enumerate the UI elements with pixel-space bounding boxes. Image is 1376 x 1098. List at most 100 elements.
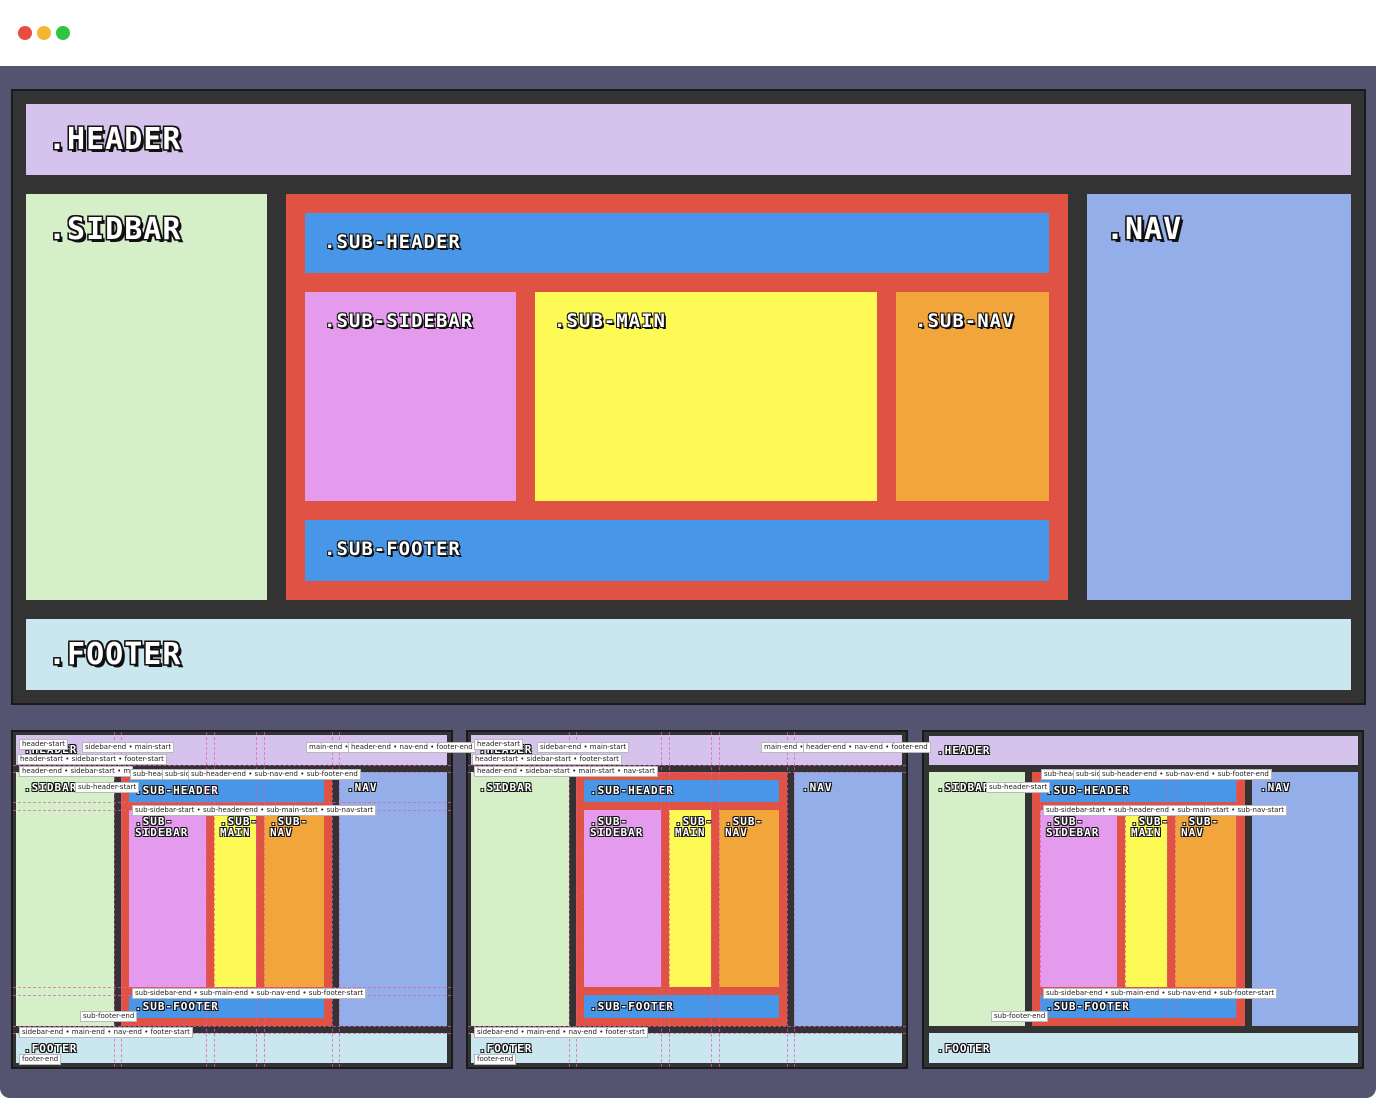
grid-line-name-tag: main-end • nav-start (306, 742, 354, 753)
footer-area: .FOOTER (16, 1033, 447, 1063)
grid-line (13, 1033, 451, 1034)
header-area: .HEADER (929, 736, 1358, 765)
sidebar-label: .SIDBAR (479, 781, 533, 794)
footer-label: .FOOTER (48, 637, 182, 672)
grid-line-name-tag: header-end • nav-end • footer-end (348, 742, 476, 753)
sub-sidebar-label: .SUB-SIDEBAR (324, 310, 474, 332)
maximize-window-button[interactable] (56, 26, 70, 40)
grid-line (468, 1033, 906, 1034)
footer-area: .FOOTER (471, 1033, 902, 1063)
grid-line-name-tag: footer-end (474, 1054, 517, 1065)
sub-footer-label: .SUB-FOOTER (590, 1000, 674, 1013)
grid-line-name-tag: sub-header-end • sub-nav-end • sub-foote… (1099, 769, 1272, 780)
sub-nav-area: .SUB- NAV (1175, 810, 1236, 987)
minimize-window-button[interactable] (37, 26, 51, 40)
grid-line (711, 732, 712, 1067)
grid-line-name-tag: sub-sidebar-start • sub-header-end • sub… (1043, 805, 1288, 816)
sub-header-area: .SUB-HEADER (1040, 780, 1236, 802)
grid-line (332, 732, 333, 1067)
sub-header-label: .SUB-HEADER (590, 784, 674, 797)
grid-line-name-tag: header-start • sidebar-start • footer-st… (17, 754, 167, 765)
footer-label: .FOOTER (937, 1042, 991, 1055)
sidebar-label: .SIDBAR (48, 212, 182, 247)
nav-label: .NAV (1260, 781, 1291, 794)
grid-line (794, 732, 795, 1067)
grid-line (1040, 780, 1041, 1018)
grid-line (1236, 780, 1237, 1018)
grid-line-name-tag: sub-footer-end (80, 1011, 138, 1022)
sub-footer-area: .SUB-FOOTER (584, 995, 779, 1018)
grid-line (121, 732, 122, 1067)
grid-inspector-panel-3: .HEADER .SIDBAR .SUB-HEADER .SUB- SIDEBA… (922, 730, 1364, 1069)
sub-main-label: .SUB- MAIN (675, 815, 714, 839)
grid-line-name-tag: sidebar-end • main-end • nav-end • foote… (474, 1027, 648, 1038)
grid-line-name-tag: sub-header-end • sub-nav-end • sub-foote… (188, 769, 361, 780)
footer-area: .FOOTER (929, 1033, 1358, 1063)
sub-main-area: .SUB-MAIN (535, 292, 877, 501)
grid-line (13, 765, 451, 766)
grid-line-name-tag: sidebar-end • main-start (82, 742, 175, 753)
main-subgrid-area: .SUB-HEADER .SUB-SIDEBAR .SUB-MAIN .SUB-… (286, 194, 1068, 600)
nav-area: .NAV (1087, 194, 1351, 600)
header-label: .HEADER (937, 744, 991, 757)
main-subgrid-area: .SUB-HEADER .SUB- SIDEBAR .SUB- MAIN .SU… (576, 772, 787, 1026)
footer-label: .FOOTER (24, 1042, 78, 1055)
sub-nav-label: .SUB-NAV (915, 310, 1015, 332)
sub-header-area: .SUB-HEADER (305, 213, 1049, 273)
sub-footer-label: .SUB-FOOTER (135, 1000, 219, 1013)
grid-line-name-tag: sub-sidebar-end • sub-main-end • sub-nav… (132, 988, 367, 999)
sub-nav-area: .SUB- NAV (719, 810, 779, 987)
sub-nav-label: .SUB- NAV (725, 815, 764, 839)
sub-footer-label: .SUB-FOOTER (324, 538, 461, 560)
sub-footer-area: .SUB-FOOTER (1040, 995, 1236, 1018)
grid-line-name-tag: sidebar-end • main-end • nav-end • foote… (19, 1027, 193, 1038)
grid-line (206, 732, 207, 1067)
grid-line-name-tag: main-end • nav-start (761, 742, 809, 753)
grid-line (468, 765, 906, 766)
sub-footer-area: .SUB-FOOTER (129, 995, 324, 1018)
grid-line (669, 732, 670, 1067)
sub-header-label: .SUB-HEADER (324, 231, 461, 253)
main-grid-container: .HEADER .SIDBAR .SUB-HEADER .SUB-SIDEBAR… (11, 89, 1366, 705)
grid-line (661, 732, 662, 1067)
grid-inspector-panel-1: .HEADER .SIDBAR .SUB-HEADER .SUB- SIDEBA… (11, 730, 476, 1069)
grid-line (13, 802, 451, 803)
sub-sidebar-area: .SUB-SIDEBAR (305, 292, 516, 501)
grid-line (468, 1026, 906, 1027)
sub-sidebar-label: .SUB- SIDEBAR (1046, 815, 1100, 839)
main-subgrid-area: .SUB-HEADER .SUB- SIDEBAR .SUB- MAIN .SU… (121, 772, 332, 1026)
close-window-button[interactable] (18, 26, 32, 40)
sub-header-label: .SUB-HEADER (135, 784, 219, 797)
footer-area: .FOOTER (26, 619, 1351, 690)
grid-line-name-tag: header-start • sidebar-start • footer-st… (472, 754, 622, 765)
grid-line (256, 732, 257, 1067)
window-titlebar (0, 0, 1376, 67)
header-area: .HEADER (26, 104, 1351, 175)
sub-nav-area: .SUB-NAV (896, 292, 1049, 501)
sub-header-area: .SUB-HEADER (129, 780, 324, 802)
grid-line-name-tag: header-end • nav-end • footer-end (803, 742, 931, 753)
footer-label: .FOOTER (479, 1042, 533, 1055)
grid-line (13, 1026, 451, 1027)
sidebar-label: .SIDBAR (24, 781, 78, 794)
header-label: .HEADER (48, 122, 182, 157)
sub-footer-label: .SUB-FOOTER (1046, 1000, 1130, 1013)
sidebar-label: .SIDBAR (937, 781, 991, 794)
sub-main-label: .SUB- MAIN (1131, 815, 1170, 839)
grid-line (1167, 780, 1168, 1018)
sub-main-label: .SUB- MAIN (220, 815, 259, 839)
grid-line (787, 732, 788, 1067)
grid-line-name-tag: sub-header-start (986, 782, 1051, 793)
grid-line (468, 772, 906, 773)
sidebar-area: .SIDBAR (471, 772, 569, 1026)
grid-line-name-tag: sidebar-end • main-start (537, 742, 630, 753)
sub-header-area: .SUB-HEADER (584, 780, 779, 802)
grid-line-name-tag: sub-footer-end (991, 1011, 1049, 1022)
grid-inspector-panel-2: .HEADER .SIDBAR .SUB-HEADER .SUB- SIDEBA… (466, 730, 931, 1069)
sub-sidebar-label: .SUB- SIDEBAR (135, 815, 189, 839)
sub-main-area: .SUB- MAIN (669, 810, 714, 987)
grid-line-name-tag: sub-header-start (75, 782, 140, 793)
grid-line-name-tag: sub-sidebar-start • sub-header-end • sub… (132, 805, 377, 816)
sub-nav-area: .SUB- NAV (264, 810, 324, 987)
nav-label: .NAV (347, 781, 378, 794)
